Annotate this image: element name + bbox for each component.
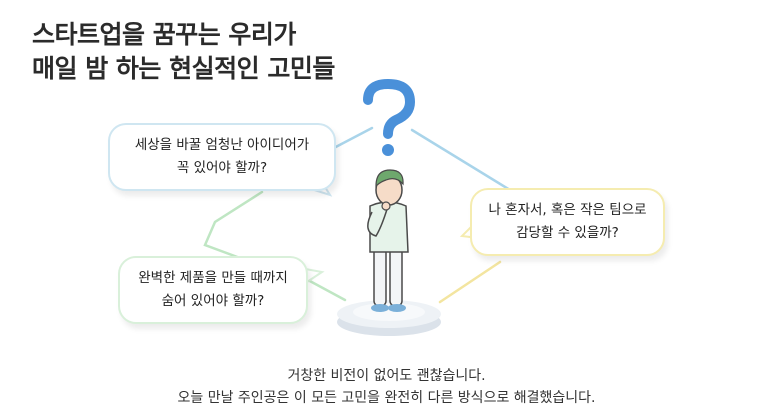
bubble-text-line-2: 감당할 수 있을까? [516,225,619,241]
question-mark-icon [363,78,416,156]
bubble-text-line-2: 꼭 있어야 할까? [176,160,268,176]
headline-line-2: 매일 밤 하는 현실적인 고민들 [32,54,335,83]
caption-line-1: 거창한 비전이 없어도 괜찮습니다. [287,368,486,384]
headline: 스타트업을 꿈꾸는 우리가 매일 밤 하는 현실적인 고민들 [32,18,335,86]
pedestal [337,300,441,336]
bubble-text-line-1: 완벽한 제품을 만들 때까지 [138,270,288,286]
speech-bubble-idea: 세상을 바꿀 엄청난 아이디어가 꼭 있어야 할까? [108,123,336,191]
headline-line-1: 스타트업을 꿈꾸는 우리가 [32,20,296,49]
bubble-text-line-2: 숨어 있어야 할까? [161,293,265,309]
bubble-text-line-1: 세상을 바꿀 엄청난 아이디어가 [134,137,310,153]
caption: 거창한 비전이 없어도 괜찮습니다. 오늘 만날 주인공은 이 모든 고민을 완… [0,365,773,409]
speech-bubble-team: 나 혼자서, 혹은 작은 팀으로 감당할 수 있을까? [470,188,665,256]
connector-lines [203,126,512,304]
thinking-person-illustration [367,169,409,312]
speech-bubble-product: 완벽한 제품을 만들 때까지 숨어 있어야 할까? [118,256,308,324]
bubble-text-line-1: 나 혼자서, 혹은 작은 팀으로 [488,202,647,218]
caption-line-2: 오늘 만날 주인공은 이 모든 고민을 완전히 다른 방식으로 해결했습니다. [177,390,596,406]
